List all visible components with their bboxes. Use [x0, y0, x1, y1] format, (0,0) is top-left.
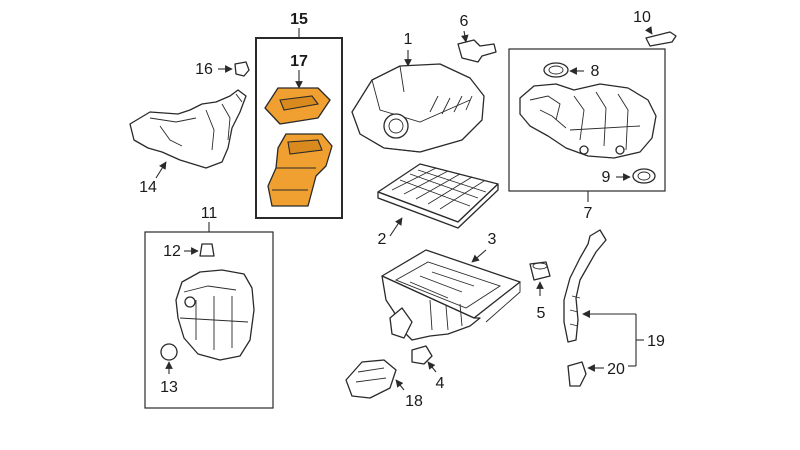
callout-3-leader: [471, 249, 487, 263]
callout-2-leader: [389, 217, 403, 237]
callout-14: 14: [139, 179, 157, 196]
part-4: 4: [411, 345, 445, 392]
part-19: 19: [563, 229, 665, 366]
callout-8: 8: [591, 63, 600, 80]
callout-11: 11: [201, 205, 218, 222]
callout-4: 4: [436, 375, 445, 392]
callout-20: 20: [607, 361, 625, 378]
callout-16: 16: [195, 61, 213, 78]
part-2: 2: [377, 163, 499, 248]
callout-9: 9: [602, 169, 611, 186]
group-7-box: [508, 48, 666, 192]
callout-10: 10: [633, 9, 651, 26]
part-7-duct: [519, 83, 657, 159]
part-10: 10: [633, 9, 677, 47]
part-5: 5: [529, 261, 551, 322]
callout-13: 13: [160, 379, 178, 396]
group-11: 11 12 13: [144, 205, 274, 409]
callout-5: 5: [537, 305, 546, 322]
callout-3: 3: [488, 231, 497, 248]
callout-7: 7: [584, 205, 593, 222]
callout-2: 2: [378, 231, 387, 248]
part-9: [632, 168, 656, 184]
part-18: 18: [345, 359, 423, 410]
callout-6-leader: [460, 30, 469, 43]
part-20: 20: [567, 361, 636, 387]
part-17-upper: [264, 87, 331, 125]
callout-4-leader: [427, 361, 437, 373]
group-15: 15 17: [255, 11, 343, 219]
part-6: 6: [457, 13, 497, 63]
part-17-lower: [267, 133, 333, 207]
part-3: 3: [381, 231, 521, 341]
part-11-resonator: [175, 269, 255, 361]
group-7: 7 8 9: [508, 48, 666, 222]
callout-15: 15: [290, 11, 308, 28]
part-14: 14: [129, 89, 247, 196]
callout-10-leader: [644, 26, 653, 35]
callout-18: 18: [405, 393, 423, 410]
callout-12: 12: [163, 243, 181, 260]
part-16: 16: [195, 61, 250, 78]
callout-14-leader: [155, 161, 167, 179]
callout-6: 6: [460, 13, 469, 30]
filter-mesh: [391, 167, 487, 210]
callout-17: 17: [290, 53, 308, 70]
part-1: 1: [351, 31, 485, 153]
part-8: [543, 62, 569, 78]
callout-18-leader: [395, 379, 405, 391]
callout-1: 1: [404, 31, 413, 48]
part-13: [160, 343, 178, 361]
part-12: [199, 243, 215, 257]
callout-19: 19: [647, 333, 665, 350]
